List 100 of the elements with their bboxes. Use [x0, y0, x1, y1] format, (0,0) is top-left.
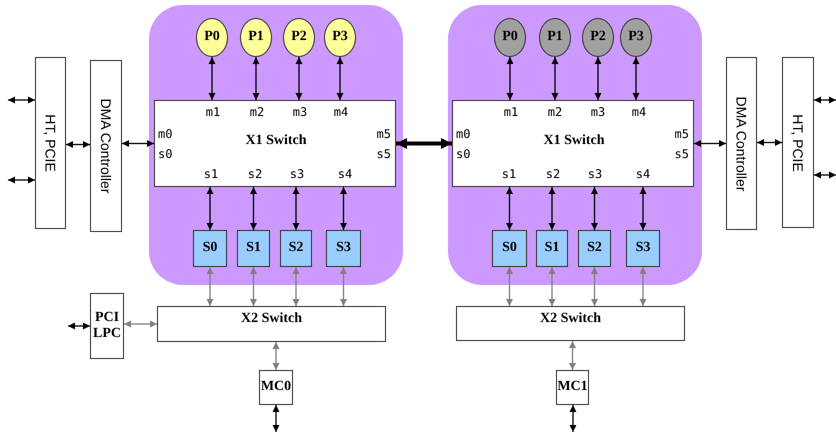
switch-box — [154, 100, 396, 187]
node-label: S1 — [544, 240, 560, 257]
node-label: MC1 — [557, 379, 588, 396]
arrow — [570, 405, 576, 432]
slave-port-box — [626, 230, 660, 267]
port-label: m5 — [674, 127, 689, 141]
arrow — [66, 141, 90, 148]
port-label: s0 — [158, 147, 172, 161]
port-label: s4 — [338, 167, 352, 181]
slave-port-box — [280, 230, 312, 267]
port-label: m3 — [590, 105, 606, 119]
arrow — [8, 176, 35, 184]
node-label: S2 — [288, 240, 304, 257]
switch-box — [456, 306, 685, 341]
node-label: P3 — [332, 29, 348, 46]
port-label: s0 — [456, 147, 470, 161]
node-label: S3 — [636, 240, 650, 257]
arrow — [250, 267, 257, 306]
switch-label: X1 Switch — [245, 133, 307, 149]
arrow — [206, 187, 214, 230]
slave-port-box — [193, 230, 227, 267]
arrow — [594, 57, 602, 100]
processor-circle — [582, 18, 614, 57]
node-label: S1 — [246, 240, 261, 257]
node-label: PCI LPC — [92, 310, 122, 342]
interface-box — [90, 60, 122, 232]
arrow — [272, 405, 280, 432]
port-label: m1 — [504, 105, 518, 119]
port-label: s1 — [502, 167, 516, 181]
port-label: m0 — [158, 127, 172, 141]
switch-box — [157, 306, 386, 342]
node-label: P1 — [547, 29, 563, 46]
arrow — [396, 138, 452, 149]
port-label: s4 — [636, 167, 650, 181]
port-label: m4 — [632, 105, 646, 119]
arrow — [814, 96, 836, 104]
arrow — [814, 172, 836, 178]
arrow — [640, 187, 646, 230]
port-label: s2 — [546, 167, 560, 181]
slave-port-box — [492, 230, 527, 267]
processor-circle — [494, 18, 526, 57]
port-label: m2 — [250, 105, 264, 119]
port-label: m2 — [548, 105, 562, 119]
arrow — [272, 342, 280, 370]
arrow — [340, 187, 347, 230]
node-label: S0 — [202, 240, 218, 257]
node-label: P2 — [590, 29, 606, 46]
arrow — [569, 341, 576, 370]
arrow — [694, 140, 726, 147]
slave-port-box — [237, 230, 270, 267]
interface-label: DMA Controller — [734, 96, 750, 191]
interface-label: HT, PCIE — [42, 114, 58, 172]
port-label: s1 — [204, 167, 218, 181]
processor-circle — [324, 18, 356, 57]
node-label: P1 — [248, 29, 264, 46]
arrow — [548, 267, 556, 306]
interface-box — [35, 57, 66, 229]
controller-box — [556, 370, 589, 405]
processor-circle — [240, 18, 272, 57]
arrow — [292, 187, 300, 230]
port-label: s2 — [248, 167, 262, 181]
processor-circle — [539, 18, 571, 57]
interface-label: DMA Controller — [98, 98, 114, 194]
port-label: m5 — [376, 127, 391, 141]
arrow — [124, 320, 157, 328]
node-label: S3 — [336, 240, 351, 257]
arrow — [506, 57, 514, 100]
processor-circle — [196, 18, 228, 57]
arrow — [336, 57, 344, 100]
interface-box — [726, 57, 757, 230]
arrow — [250, 187, 257, 230]
node-label: P0 — [502, 29, 518, 46]
arrow — [552, 57, 558, 100]
arrow — [632, 57, 640, 100]
arrow — [506, 187, 513, 230]
controller-box — [259, 370, 293, 405]
node-label: X2 Switch — [540, 310, 602, 328]
port-label: s5 — [674, 147, 689, 161]
arrow — [68, 322, 90, 330]
port-label: s3 — [290, 167, 304, 181]
arrow — [206, 267, 214, 306]
node-label: S2 — [587, 240, 602, 257]
switch-label: X1 Switch — [543, 133, 605, 149]
node-region — [149, 5, 403, 285]
port-label: m3 — [292, 105, 308, 119]
arrow — [252, 57, 260, 100]
interface-box — [782, 57, 814, 228]
arrow — [757, 139, 782, 146]
processor-circle — [283, 18, 315, 57]
arrow — [296, 57, 302, 100]
node-label: P0 — [204, 29, 220, 46]
node-region — [448, 5, 702, 285]
slave-port-box — [536, 230, 568, 267]
node-label: P2 — [291, 29, 307, 46]
arrow — [122, 140, 154, 147]
port-label: s3 — [588, 167, 602, 181]
node-label: P3 — [628, 29, 644, 46]
switch-box — [452, 100, 694, 187]
arrow — [591, 187, 598, 230]
port-label: m1 — [206, 105, 220, 119]
